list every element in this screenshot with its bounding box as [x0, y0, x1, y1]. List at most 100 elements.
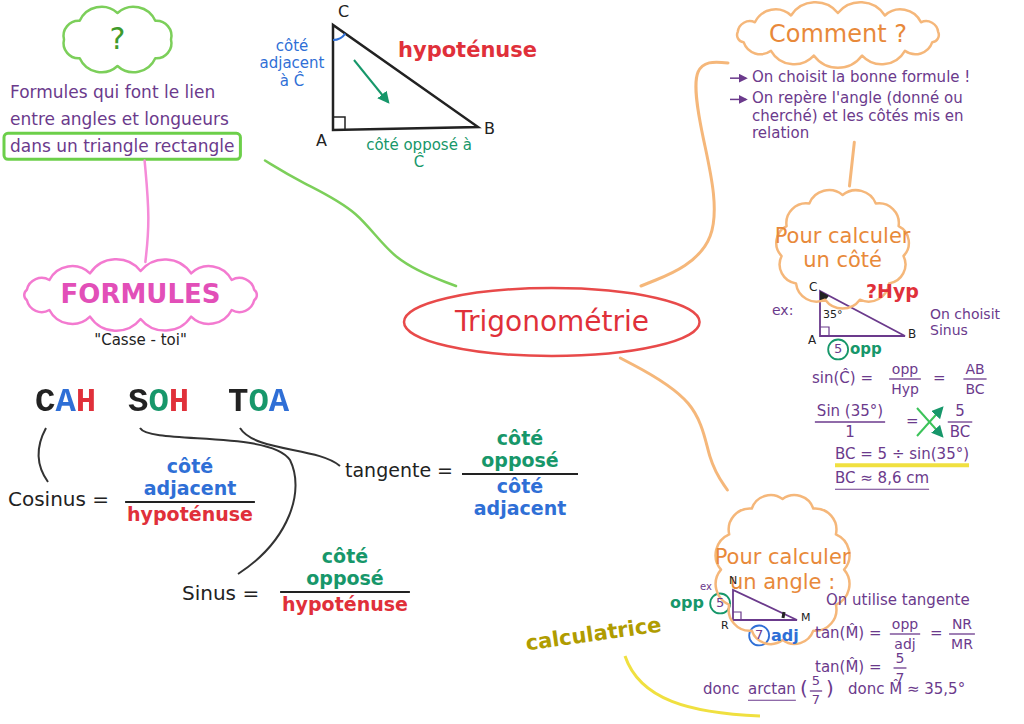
branch-line: [849, 142, 854, 186]
side-tag: opp: [850, 341, 882, 358]
node-body: Formules qui font le lien entre angles e…: [10, 79, 265, 161]
equation: =: [930, 625, 943, 642]
example-tag: ex: [700, 581, 712, 593]
fraction-bar: [949, 633, 975, 634]
mind-map-node: FORMULES"Casse - toi": [15, 262, 266, 349]
fraction-term: hypoténuse: [282, 594, 408, 616]
mind-map-node: Trigonométrie: [402, 286, 702, 358]
equation: =: [933, 370, 946, 387]
fraction-term: côté adjacent: [134, 456, 246, 500]
cloud-path: [64, 7, 172, 72]
bullet-arrow: [730, 99, 746, 101]
fraction-term: BC: [950, 424, 971, 441]
circled-value: 7: [755, 628, 763, 643]
angle-mark: [783, 612, 784, 618]
equation: tan(M̂) =: [815, 659, 882, 676]
leader-line: [240, 428, 340, 466]
formula-name: tangente =: [345, 460, 453, 482]
cross-arrow: [917, 408, 942, 436]
fraction-term: opp: [892, 616, 918, 632]
ellipse-path: [404, 288, 700, 356]
fraction-term: BC: [965, 381, 984, 397]
unknown-side: ?Hyp: [866, 281, 919, 303]
bracket: (: [800, 677, 808, 700]
equation: tan(M̂) =: [815, 625, 882, 642]
branch-line: [145, 161, 149, 262]
node-title: Trigonométrie: [455, 306, 649, 338]
node-body: On choisit la bonne formule !: [728, 69, 996, 86]
right-angle-mark: [820, 327, 829, 336]
angle-arc: [333, 34, 345, 40]
vertex-label: M: [801, 612, 811, 625]
tool-note: calculatrice: [524, 613, 663, 656]
mnemonic: SOH: [128, 383, 189, 422]
formula-name: Sinus =: [182, 582, 259, 605]
mnemonic: CAH: [35, 383, 96, 422]
right-angle-mark: [733, 612, 741, 620]
fraction-bar: [815, 421, 885, 422]
node-title: Pour calculer un côté: [772, 224, 913, 272]
fraction-term: opp: [892, 361, 918, 377]
node-title: ?: [110, 22, 126, 57]
fraction-bar: [462, 473, 578, 475]
underline: [835, 489, 929, 490]
fraction-term: côté opposé: [289, 546, 401, 590]
fraction-term: Sin (35°): [817, 403, 883, 420]
side-tag: opp: [670, 594, 704, 612]
result: donc M̂ ≈ 35,5°: [848, 681, 965, 698]
equation: =: [906, 413, 919, 430]
vertex-label: B: [908, 328, 916, 342]
cloud-path: [24, 259, 257, 330]
node-shape: FORMULES: [15, 262, 266, 328]
vertex-label: A: [316, 132, 327, 150]
node-shape: ?: [55, 4, 180, 75]
fraction-bar: [963, 378, 986, 379]
fraction-term: 1: [845, 424, 855, 441]
fraction-bar: [948, 421, 973, 422]
circle-mark: [828, 340, 848, 360]
highlighter-line: [625, 656, 760, 716]
node-body: On repère l'angle (donné ou cherché) et …: [728, 90, 996, 142]
fraction-term: NR: [952, 616, 972, 632]
vertex-label: C: [809, 281, 817, 295]
circled-value: 5: [834, 342, 842, 357]
mnemonic: TOA: [228, 383, 289, 422]
equation: BC = 5 ÷ sin(35°): [835, 446, 969, 463]
fraction-term: 5: [896, 650, 905, 666]
side-label: côté opposé à Ĉ: [364, 137, 474, 172]
example-tag: ex:: [772, 302, 793, 318]
note: On utilise tangente: [826, 592, 970, 609]
triangle-outline: [733, 590, 797, 620]
underline: [748, 700, 796, 701]
fraction-term: MR: [951, 636, 973, 652]
mind-map-node: Comment ? On choisit la bonne formule ! On…: [728, 4, 996, 142]
underline: [835, 463, 969, 467]
formula-name: Cosinus =: [8, 488, 109, 511]
cloud-path: [737, 2, 939, 68]
fraction-term: hypoténuse: [127, 504, 253, 526]
note: On choisit Sinus: [930, 306, 1018, 338]
circled-value: 5: [716, 596, 724, 611]
fraction-term: 5: [955, 403, 965, 420]
fraction-bar: [890, 633, 920, 634]
side-tag: adj: [771, 627, 799, 645]
fraction-bar: [894, 667, 907, 668]
vertex-label: C: [338, 3, 349, 21]
vertex-label: N: [729, 575, 737, 588]
node-title: Comment ?: [769, 21, 907, 49]
node-shape: Trigonométrie: [402, 286, 702, 358]
fraction-term: côté opposé: [464, 428, 576, 472]
pointer-arrow: [354, 60, 388, 102]
branch-line: [641, 62, 728, 286]
fraction-term: AB: [965, 361, 984, 377]
vertex-label: B: [484, 120, 495, 138]
angle-example: [625, 590, 797, 716]
fraction-term: adj: [894, 636, 915, 652]
equation: donc: [703, 681, 739, 698]
cross-arrow: [917, 408, 942, 436]
fraction-bar: [125, 501, 255, 503]
branch-line: [620, 358, 727, 490]
fraction-term: 5: [812, 674, 820, 689]
node-shape: Comment ?: [728, 4, 948, 65]
side-label: hypoténuse: [398, 38, 537, 62]
